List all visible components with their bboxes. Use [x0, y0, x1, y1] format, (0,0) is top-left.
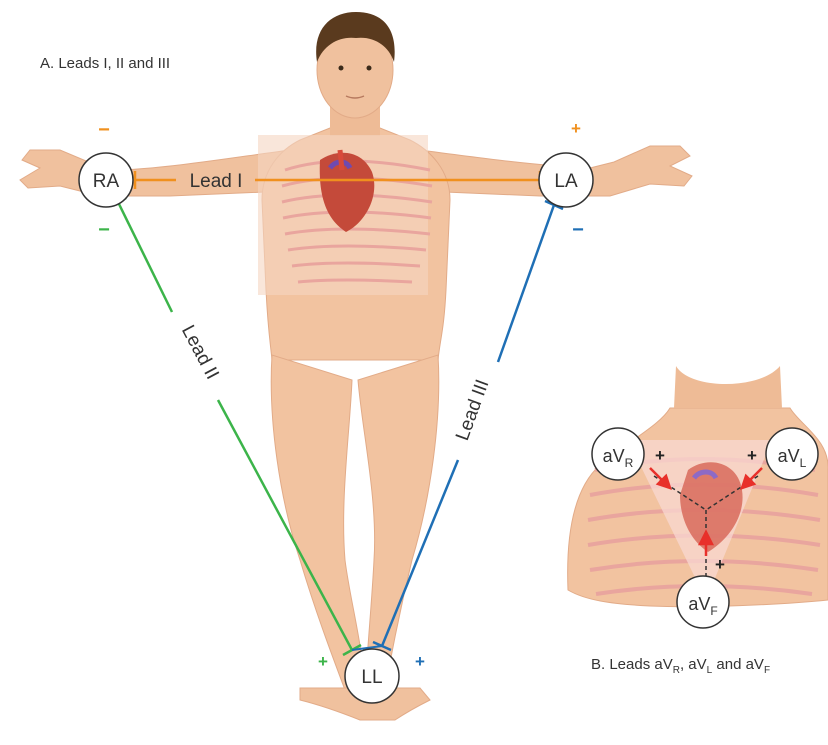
right-eye	[339, 66, 344, 71]
avf-plus-sign: +	[715, 555, 725, 574]
ll-lead3-sign: +	[415, 652, 425, 671]
avr-subscript: R	[625, 456, 634, 470]
electrode-ra: RA	[79, 153, 133, 207]
electrode-ra-label: RA	[93, 171, 120, 192]
panel-b-caption-sep2: and aV	[712, 656, 764, 673]
la-lead3-sign: −	[572, 219, 584, 241]
avf-subscript: F	[710, 604, 717, 618]
avr-plus-sign: +	[655, 446, 665, 465]
lead3-line-upper	[498, 205, 554, 362]
lead2-label: Lead II	[177, 322, 223, 383]
electrode-avl: aVL	[766, 428, 818, 480]
panel-b-caption: B. Leads aVR, aVL and aVF	[591, 656, 770, 676]
panel-a-caption: A. Leads I, II and III	[40, 55, 170, 72]
electrode-la: LA	[539, 153, 593, 207]
electrode-ll: LL	[345, 649, 399, 703]
right-leg	[271, 355, 365, 690]
panel-b-caption-f-sub: F	[764, 665, 770, 676]
left-leg	[358, 355, 439, 690]
lead3-label: Lead III	[452, 377, 493, 444]
electrode-avf: aVF	[677, 576, 729, 628]
human-body-figure	[20, 12, 692, 720]
electrode-avr: aVR	[592, 428, 644, 480]
avr-label: aV	[603, 446, 625, 466]
panel-b-caption-r-sub: R	[673, 665, 680, 676]
chin	[674, 366, 782, 408]
ra-lead1-sign: −	[98, 119, 110, 141]
avl-plus-sign: +	[747, 446, 757, 465]
electrode-la-label: LA	[554, 171, 578, 192]
avf-label: aV	[688, 594, 710, 614]
lead1-label: Lead I	[190, 171, 243, 192]
left-eye	[367, 66, 372, 71]
ra-lead2-sign: −	[98, 219, 110, 241]
panel-b-caption-sep1: , aV	[680, 656, 707, 673]
right-arm	[20, 150, 290, 196]
electrode-ll-label: LL	[361, 667, 382, 688]
avl-subscript: L	[800, 456, 807, 470]
ll-lead2-sign: +	[318, 652, 328, 671]
avl-label: aV	[778, 446, 800, 466]
chest-figure	[568, 366, 828, 607]
panel-b-caption-prefix: B. Leads aV	[591, 656, 673, 673]
la-lead1-sign: +	[571, 119, 581, 138]
lead2-line-upper	[118, 202, 172, 312]
